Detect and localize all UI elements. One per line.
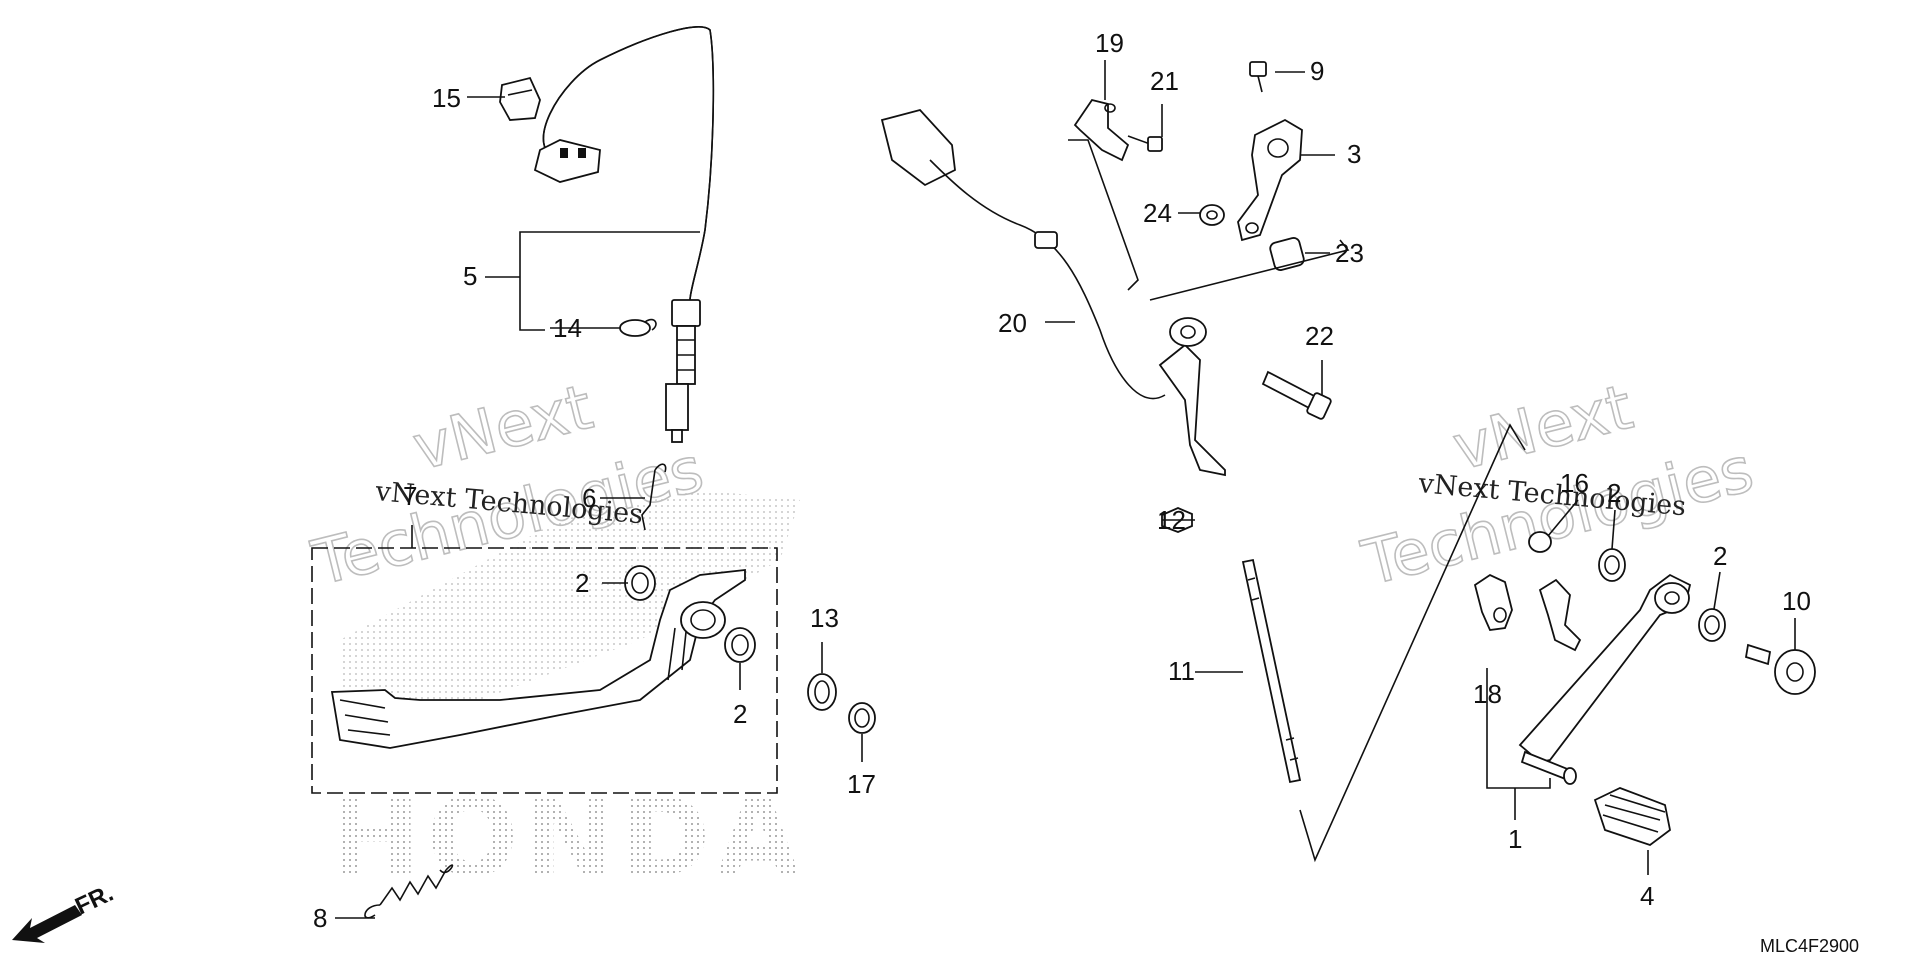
callout-4: 4 bbox=[1640, 881, 1654, 911]
front-direction-indicator: FR. bbox=[12, 880, 118, 943]
callout-13: 13 bbox=[810, 603, 839, 633]
part-23-collar bbox=[1269, 237, 1305, 271]
callout-9: 9 bbox=[1310, 56, 1324, 86]
part-22-bolt bbox=[1261, 370, 1332, 420]
part-5-wire-harness bbox=[533, 26, 715, 443]
part-15-clip bbox=[499, 76, 541, 121]
callout-16: 16 bbox=[1560, 468, 1589, 498]
callout-2-b: 2 bbox=[733, 699, 747, 729]
part-24-nut bbox=[1199, 204, 1225, 226]
part-6-spring-pin bbox=[641, 463, 667, 531]
callout-14: 14 bbox=[553, 313, 582, 343]
part-7-brake-pedal-group bbox=[311, 547, 778, 794]
part-8-return-spring bbox=[364, 864, 454, 919]
part-16-nut bbox=[1528, 531, 1552, 553]
part-13-washer bbox=[807, 673, 837, 711]
part-11-tie-rod bbox=[1241, 558, 1302, 784]
callout-23: 23 bbox=[1335, 238, 1364, 268]
part-4-rubber-peg bbox=[1593, 787, 1671, 847]
callout-6: 6 bbox=[582, 483, 596, 513]
diagram-code: MLC4F2900 bbox=[1760, 936, 1859, 956]
part-2-bushings-left bbox=[624, 565, 756, 663]
callout-8: 8 bbox=[313, 903, 327, 933]
part-10-pivot-bolt bbox=[1744, 643, 1816, 695]
callout-3: 3 bbox=[1347, 139, 1361, 169]
callout-21: 21 bbox=[1150, 66, 1179, 96]
svg-text:HONDA: HONDA bbox=[330, 776, 806, 901]
callout-5: 5 bbox=[463, 261, 477, 291]
part-21-bolt bbox=[1127, 135, 1163, 152]
callout-24: 24 bbox=[1143, 198, 1172, 228]
part-1-gearshift-pedal bbox=[1518, 573, 1692, 785]
part-18-joint bbox=[1473, 573, 1513, 631]
callout-17: 17 bbox=[847, 769, 876, 799]
part-2-bushings-right bbox=[1598, 548, 1726, 642]
honda-watermark: HONDA bbox=[330, 490, 806, 901]
part-3-link-arm bbox=[1237, 118, 1303, 242]
part-17-circlip bbox=[848, 702, 876, 734]
callout-15: 15 bbox=[432, 83, 461, 113]
callout-22: 22 bbox=[1305, 321, 1334, 351]
callout-labels: 15 5 14 6 7 2 2 13 17 8 19 21 9 3 24 23 … bbox=[313, 28, 1811, 933]
part-19-bracket bbox=[1073, 98, 1130, 162]
callout-11: 11 bbox=[1168, 656, 1195, 686]
vnext-watermark-right: vNext Technologies vNext Technologies bbox=[1354, 369, 1761, 600]
callout-2-d: 2 bbox=[1713, 541, 1727, 571]
callout-7: 7 bbox=[403, 481, 417, 511]
part-14-band bbox=[619, 318, 657, 337]
callout-2-c: 2 bbox=[1607, 478, 1621, 508]
callout-20: 20 bbox=[998, 308, 1027, 338]
leader-lines bbox=[335, 60, 1796, 919]
callout-1: 1 bbox=[1508, 824, 1522, 854]
callout-12: 12 bbox=[1157, 505, 1186, 535]
callout-19: 19 bbox=[1095, 28, 1124, 58]
callout-10: 10 bbox=[1782, 586, 1811, 616]
callout-2-a: 2 bbox=[575, 568, 589, 598]
callout-18: 18 bbox=[1473, 679, 1502, 709]
part-9-bolt bbox=[1249, 61, 1267, 93]
part-20-sensor-harness bbox=[880, 108, 1226, 477]
